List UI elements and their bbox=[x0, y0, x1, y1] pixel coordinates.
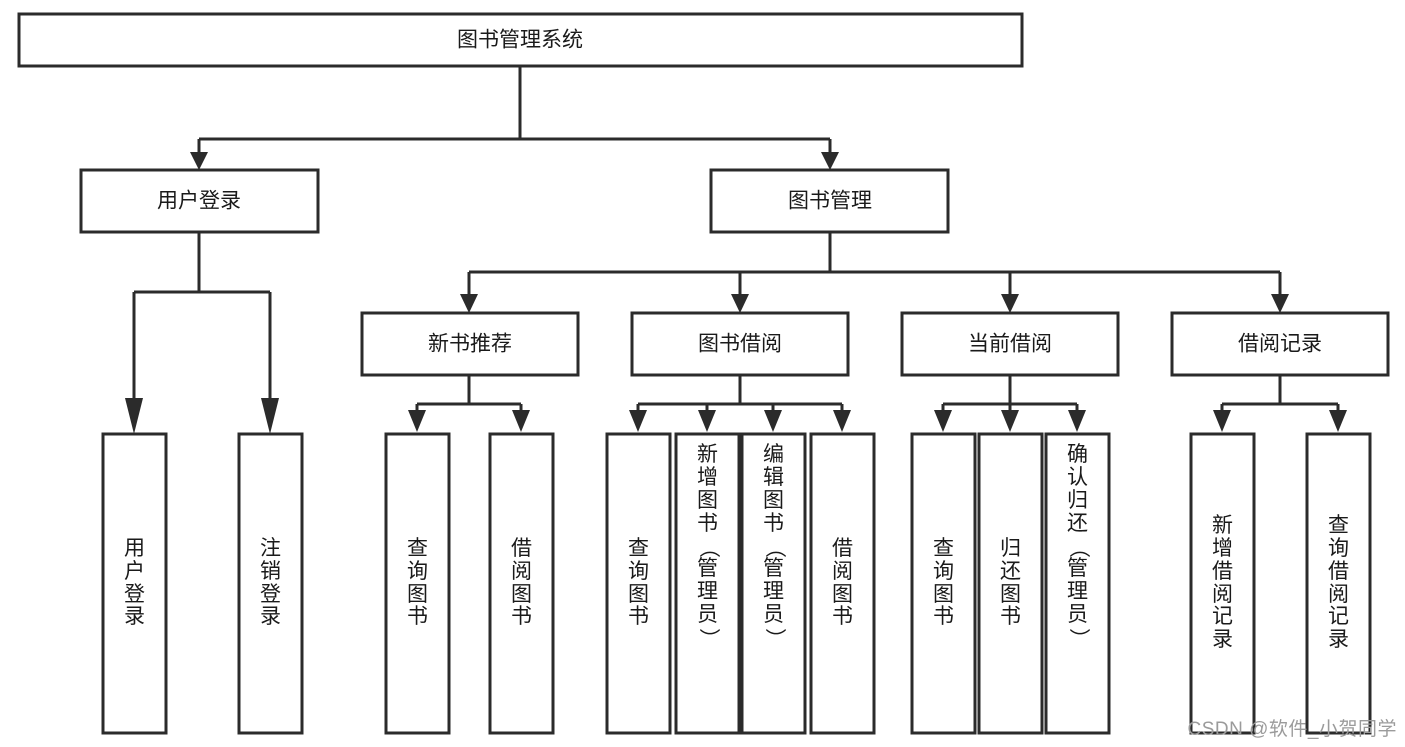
node-leaf-user-login-box[interactable] bbox=[101, 432, 168, 735]
arrow-head-leaf-return-book bbox=[1001, 410, 1019, 432]
node-root[interactable]: 图书管理系统 bbox=[17, 12, 1024, 68]
arrow-head-leaf-edit-book bbox=[764, 410, 782, 432]
leaf-boxes bbox=[101, 432, 1372, 735]
connector-layer bbox=[125, 66, 1347, 434]
node-leaf-query-book-2-box[interactable] bbox=[605, 432, 672, 735]
arrow-head-current-borrow bbox=[1001, 294, 1019, 313]
node-new-book-recommend-box[interactable] bbox=[360, 311, 580, 377]
node-leaf-borrow-book-2-box[interactable] bbox=[809, 432, 876, 735]
node-user-login-label: 用户登录 bbox=[157, 190, 241, 213]
arrow-head-book-borrow bbox=[731, 294, 749, 313]
node-root-label: 图书管理系统 bbox=[457, 29, 583, 52]
node-current-borrow-box[interactable] bbox=[900, 311, 1120, 377]
arrow-head-leaf-logout-login bbox=[261, 398, 279, 434]
arrow-head-leaf-query-book-2 bbox=[629, 410, 647, 432]
arrow-head-leaf-query-record bbox=[1329, 410, 1347, 432]
node-new-book-recommend[interactable]: 新书推荐 bbox=[360, 311, 580, 377]
node-book-borrow[interactable]: 图书借阅 bbox=[630, 311, 850, 377]
arrow-head-leaf-add-record bbox=[1213, 410, 1231, 432]
node-borrow-record[interactable]: 借阅记录 bbox=[1170, 311, 1390, 377]
arrow-head-book-management bbox=[821, 152, 839, 170]
node-current-borrow[interactable]: 当前借阅 bbox=[900, 311, 1120, 377]
node-leaf-query-record-box[interactable] bbox=[1305, 432, 1372, 735]
node-leaf-add-record-box[interactable] bbox=[1189, 432, 1256, 735]
node-current-borrow-label: 当前借阅 bbox=[968, 333, 1052, 356]
node-book-management-label: 图书管理 bbox=[788, 190, 872, 213]
arrow-head-leaf-borrow-book-2 bbox=[833, 410, 851, 432]
arrow-head-leaf-confirm-return bbox=[1068, 410, 1086, 432]
arrow-head-leaf-add-book bbox=[698, 410, 716, 432]
node-leaf-logout-login-box[interactable] bbox=[237, 432, 304, 735]
node-leaf-confirm-return-box[interactable] bbox=[1044, 432, 1111, 735]
arrow-head-new-book-recommend bbox=[460, 294, 478, 313]
node-leaf-add-book-box[interactable] bbox=[674, 432, 741, 735]
node-book-borrow-label: 图书借阅 bbox=[698, 333, 782, 356]
node-new-book-recommend-label: 新书推荐 bbox=[428, 333, 512, 356]
arrow-head-user-login bbox=[190, 152, 208, 170]
node-borrow-record-box[interactable] bbox=[1170, 311, 1390, 377]
node-leaf-query-book-1-box[interactable] bbox=[384, 432, 451, 735]
node-leaf-return-book-box[interactable] bbox=[977, 432, 1044, 735]
arrow-head-leaf-query-book-1 bbox=[408, 410, 426, 432]
arrow-head-leaf-user-login bbox=[125, 398, 143, 434]
node-borrow-record-label: 借阅记录 bbox=[1238, 333, 1322, 356]
node-book-borrow-box[interactable] bbox=[630, 311, 850, 377]
node-book-management[interactable]: 图书管理 bbox=[709, 168, 950, 234]
node-book-management-box[interactable] bbox=[709, 168, 950, 234]
node-leaf-edit-book-box[interactable] bbox=[740, 432, 807, 735]
arrow-head-borrow-record bbox=[1271, 294, 1289, 313]
node-leaf-query-book-3-box[interactable] bbox=[910, 432, 977, 735]
arrow-head-leaf-borrow-book-1 bbox=[512, 410, 530, 432]
node-user-login[interactable]: 用户登录 bbox=[79, 168, 320, 234]
node-user-login-box[interactable] bbox=[79, 168, 320, 234]
node-root-box[interactable] bbox=[17, 12, 1024, 68]
csdn-watermark: CSDN @软件_小贺同学 bbox=[1187, 719, 1397, 740]
node-leaf-borrow-book-1-box[interactable] bbox=[488, 432, 555, 735]
arrow-head-leaf-query-book-3 bbox=[934, 410, 952, 432]
